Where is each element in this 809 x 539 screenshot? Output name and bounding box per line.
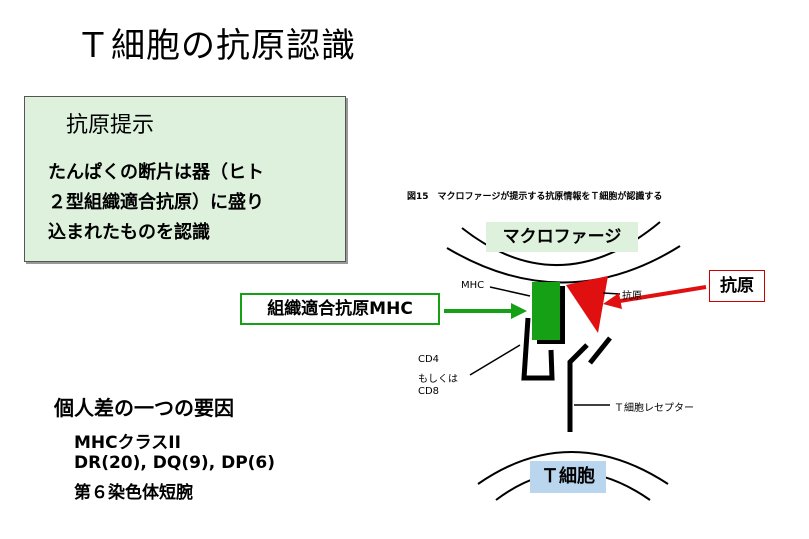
t-cell-receptor bbox=[567, 343, 589, 432]
factor-item: DR(20), DQ(9), DP(6) bbox=[74, 453, 276, 473]
mhc-molecule bbox=[532, 282, 560, 340]
box-line: 込まれたものを認識 bbox=[48, 222, 210, 243]
figure-caption: 図15 マクロファージが提示する抗原情報をＴ細胞が認識する bbox=[407, 192, 663, 202]
mhc-arrow-head bbox=[511, 303, 527, 319]
antigen-pointer-line bbox=[602, 292, 621, 295]
receptor-label: Ｔ細胞レセプター bbox=[614, 403, 694, 414]
factor-item: MHCクラスII bbox=[74, 433, 181, 453]
antigen-wedge bbox=[566, 276, 608, 333]
mhc-pointer-line bbox=[489, 286, 531, 297]
cd-pointer-line bbox=[469, 344, 521, 376]
antigen-arrow-head bbox=[603, 293, 622, 309]
t-cell-label: Ｔ細胞 bbox=[530, 461, 606, 493]
factors-heading: 個人差の一つの要因 bbox=[54, 396, 234, 420]
cd-label: もしくは bbox=[418, 374, 458, 385]
cd-label: CD4 bbox=[418, 354, 440, 365]
box-line: たんぱくの断片は器（ヒト bbox=[48, 162, 264, 183]
macrophage-membrane-inner bbox=[446, 245, 681, 284]
cd-label: CD8 bbox=[418, 386, 440, 397]
antigen-arrow-shaft bbox=[619, 285, 707, 303]
mhc-small-label: MHC bbox=[461, 280, 485, 291]
cd-coreceptor bbox=[521, 317, 555, 381]
factor-item: 第６染色体短腕 bbox=[74, 483, 193, 503]
t-cell-receptor-arm bbox=[588, 336, 612, 365]
box-heading: 抗原提示 bbox=[66, 113, 155, 138]
antigen-small-label: 抗原 bbox=[622, 291, 642, 302]
mhc-callout: 組織適合抗原MHC bbox=[240, 293, 440, 325]
box-line: ２型組織適合抗原）に盛り bbox=[48, 192, 264, 213]
tcell-membrane-outer bbox=[477, 451, 669, 485]
antigen-label: 抗原 bbox=[709, 270, 765, 302]
macrophage-label: マクロファージ bbox=[486, 222, 638, 252]
antigen-presentation-box bbox=[24, 96, 346, 262]
page-title: Ｔ細胞の抗原認識 bbox=[76, 26, 356, 66]
